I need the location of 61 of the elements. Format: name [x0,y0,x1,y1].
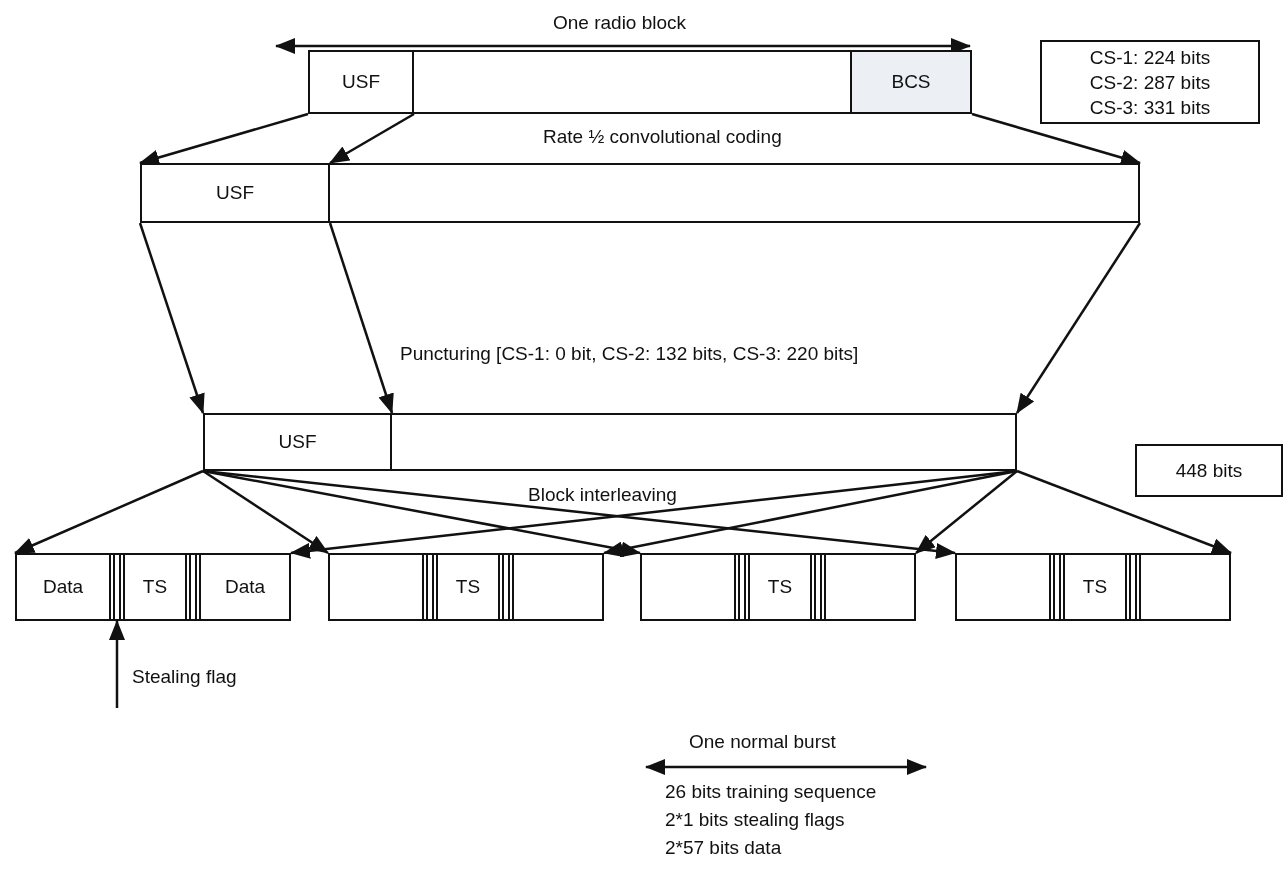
legend-box [1040,40,1260,124]
arrow [202,469,641,558]
stealing-flag-label: Stealing flag [104,666,294,708]
arrow [1015,222,1142,414]
stealing-flag-cell [189,553,197,621]
arrow [915,470,1018,554]
arrow [138,222,205,414]
arrow [971,112,1141,166]
field-box [203,413,392,471]
burst-frame [640,553,916,621]
stealing-flag-cell [814,553,822,621]
field-label: Data [42,575,84,599]
payload-box [390,413,1017,471]
field-box [308,50,414,114]
arrow [329,112,415,165]
training-cell [1063,553,1127,621]
field-label: TS [767,575,793,599]
field-label: BCS [891,70,931,94]
note-text: 2*1 bits stealing flags [665,809,845,831]
field-label: TS [142,575,168,599]
dimension-label: One normal burst [689,731,836,753]
stealing-flag-cell [502,553,510,621]
coding-scheme-text: CS-1: 224 bits [1089,45,1211,70]
training-cell [123,553,187,621]
field-label: Data [224,575,266,599]
note-text: 26 bits training sequence [665,781,877,803]
arrow [328,222,394,414]
size-box [1135,444,1283,497]
payload-box [328,163,1140,223]
field-box [140,163,330,223]
field-label: TS [1082,575,1108,599]
arrow [1016,469,1232,555]
step-label: Block interleaving [528,484,677,506]
stealing-flag-cell [1129,553,1137,621]
coding-scheme-text: CS-3: 331 bits [1089,95,1211,120]
pointer-arrow [109,620,125,708]
arrow [202,469,956,559]
arrow [14,469,204,555]
field-box [850,50,972,114]
field-label: USF [342,70,380,94]
stealing-flag-cell [738,553,746,621]
coding-scheme-text: CS-2: 287 bits [1089,70,1211,95]
arrow [202,469,329,555]
field-label: USF [216,181,254,205]
burst-frame [15,553,291,621]
training-cell [436,553,500,621]
payload-box [412,50,852,114]
stealing-flag-cell [426,553,434,621]
dimension-label: One radio block [553,12,687,34]
arrow [139,112,309,166]
step-label: Rate ½ convolutional coding [543,126,782,148]
field-label: USF [278,430,317,454]
stealing-flag-cell [113,553,121,621]
step-label: Puncturing [CS-1: 0 bit, CS-2: 132 bits, CS-3: 220 bits] [400,343,859,365]
training-cell [748,553,812,621]
burst-frame [955,553,1231,621]
field-label: TS [455,575,481,599]
note-text: 2*57 bits data [665,837,782,859]
stealing-flag-cell [1053,553,1061,621]
burst-frame [328,553,604,621]
field-label: 448 bits [1175,458,1243,483]
